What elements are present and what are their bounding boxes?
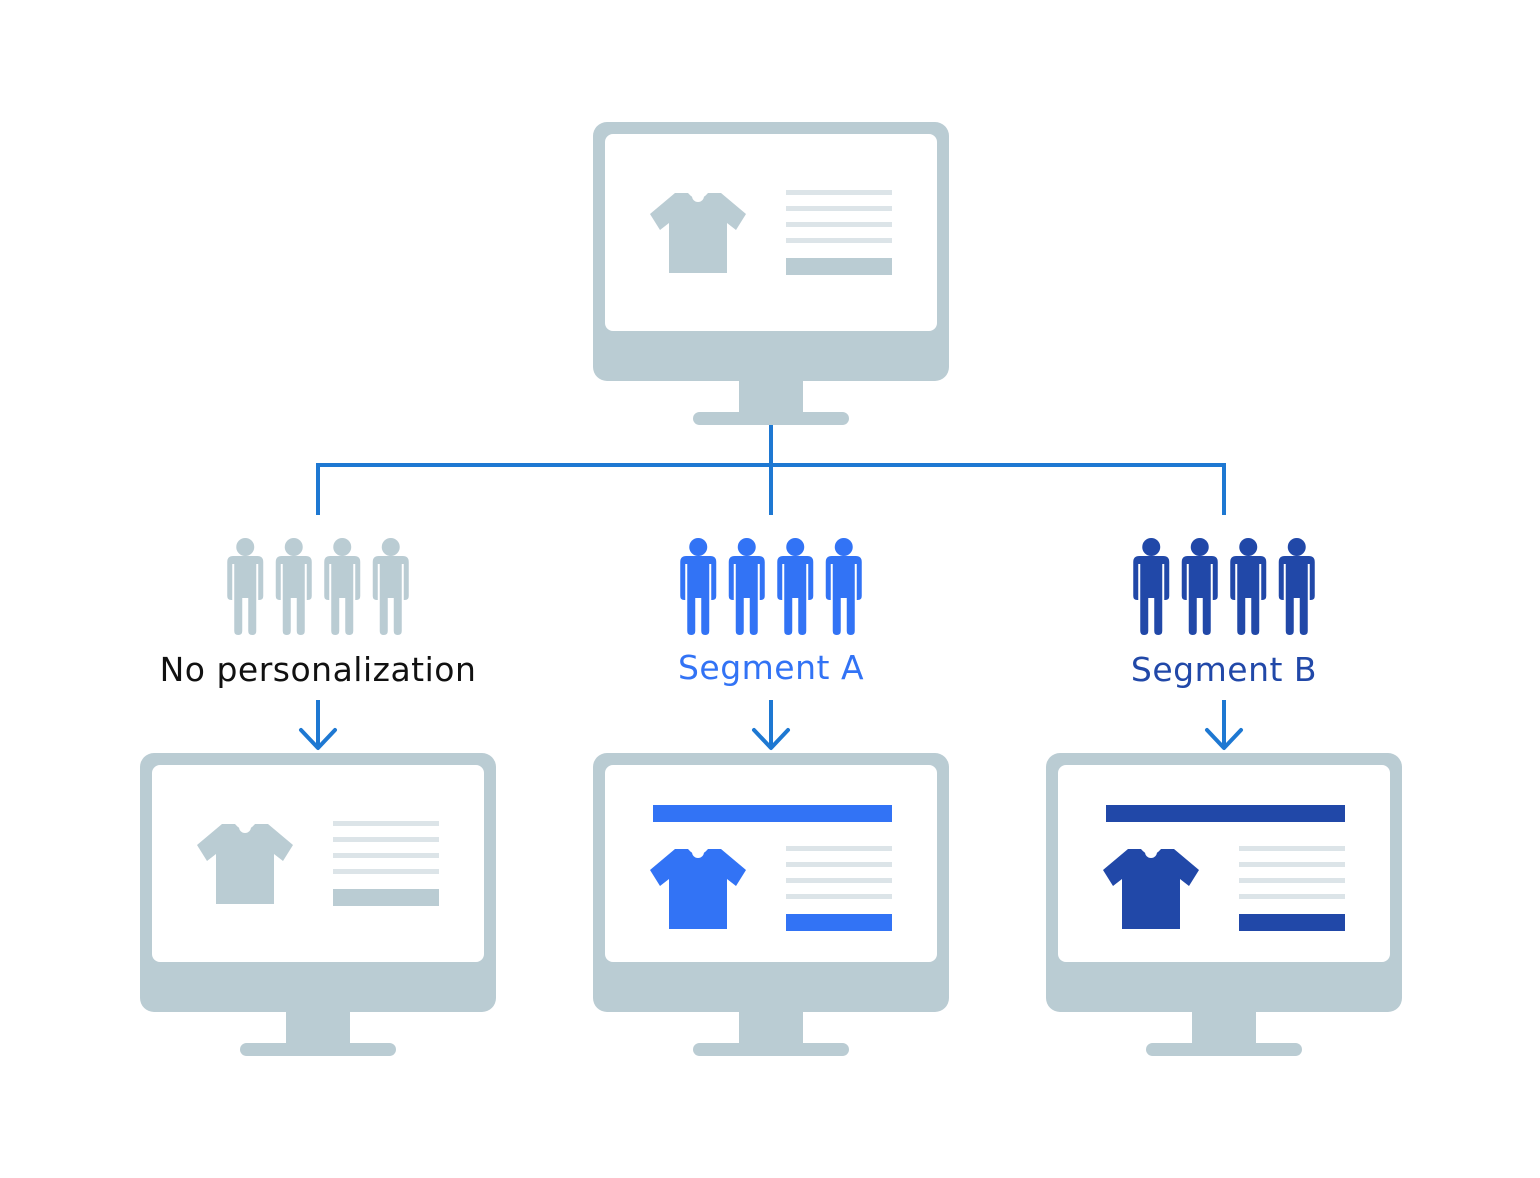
monitor-base [1146, 1043, 1302, 1056]
text-line [1239, 846, 1345, 851]
branch-label-no-personalization: No personalization [160, 650, 477, 689]
monitor-screen [152, 765, 484, 962]
down-arrow-icon [1205, 700, 1243, 750]
person-icon [372, 538, 409, 635]
text-line [786, 190, 892, 195]
monitor-segment-a [593, 753, 949, 1056]
people-group-no-personalization [227, 538, 409, 635]
down-arrow-icon [299, 700, 337, 750]
monitor-stand [739, 1012, 803, 1046]
people-group-segment-a [680, 538, 862, 635]
text-line [786, 206, 892, 211]
monitor-stand [286, 1012, 350, 1046]
cta-button [1239, 914, 1345, 931]
monitor-base [693, 412, 849, 425]
text-line [786, 862, 892, 867]
cta-button [786, 258, 892, 275]
monitor-segment-b [1046, 753, 1402, 1056]
text-line [1239, 862, 1345, 867]
monitor-stand [739, 381, 803, 415]
cta-button [786, 914, 892, 931]
monitor-screen [605, 134, 937, 331]
segment-labels: No personalization Segment A Segment B [160, 648, 1317, 689]
person-icon [825, 538, 862, 635]
person-icon [680, 538, 717, 635]
branch-label-segment-a: Segment A [678, 648, 864, 687]
banner-bar [653, 805, 892, 822]
person-icon [1181, 538, 1218, 635]
text-line [786, 238, 892, 243]
tshirt-icon [197, 821, 293, 904]
connector-lines [299, 425, 1243, 750]
monitors [140, 122, 1402, 1056]
tshirt-icon [650, 846, 746, 929]
cta-button [333, 889, 439, 906]
text-line [1239, 894, 1345, 899]
text-line [333, 837, 439, 842]
person-icon [324, 538, 361, 635]
monitor-base [240, 1043, 396, 1056]
text-line [786, 894, 892, 899]
text-line [333, 869, 439, 874]
text-line [333, 821, 439, 826]
person-icon [728, 538, 765, 635]
person-icon [1133, 538, 1170, 635]
audience-groups [227, 538, 1315, 635]
text-line [786, 222, 892, 227]
monitor-no-personalization [140, 753, 496, 1056]
person-icon [1278, 538, 1315, 635]
person-icon [275, 538, 312, 635]
banner-bar [1106, 805, 1345, 822]
text-line [333, 853, 439, 858]
text-line [786, 846, 892, 851]
text-line [786, 878, 892, 883]
down-arrow-icon [752, 700, 790, 750]
person-icon [777, 538, 814, 635]
monitor-stand [1192, 1012, 1256, 1046]
tshirt-icon [650, 190, 746, 273]
person-icon [1230, 538, 1267, 635]
branch-label-segment-b: Segment B [1131, 650, 1317, 689]
text-line [1239, 878, 1345, 883]
people-group-segment-b [1133, 538, 1315, 635]
tshirt-icon [1103, 846, 1199, 929]
monitor-source-website [593, 122, 949, 425]
person-icon [227, 538, 264, 635]
monitor-base [693, 1043, 849, 1056]
